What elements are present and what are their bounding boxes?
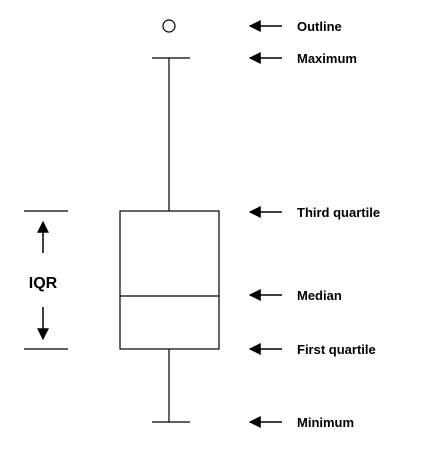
iqr-box xyxy=(119,210,220,350)
maximum-label: Maximum xyxy=(297,51,357,66)
minimum-label: Minimum xyxy=(297,415,354,430)
first-quartile-label: First quartile xyxy=(297,342,376,357)
third-quartile-label: Third quartile xyxy=(297,205,380,220)
median-label: Median xyxy=(297,288,342,303)
outlier-point xyxy=(162,19,176,33)
outline-label: Outline xyxy=(297,19,342,34)
iqr-label: IQR xyxy=(29,275,58,292)
